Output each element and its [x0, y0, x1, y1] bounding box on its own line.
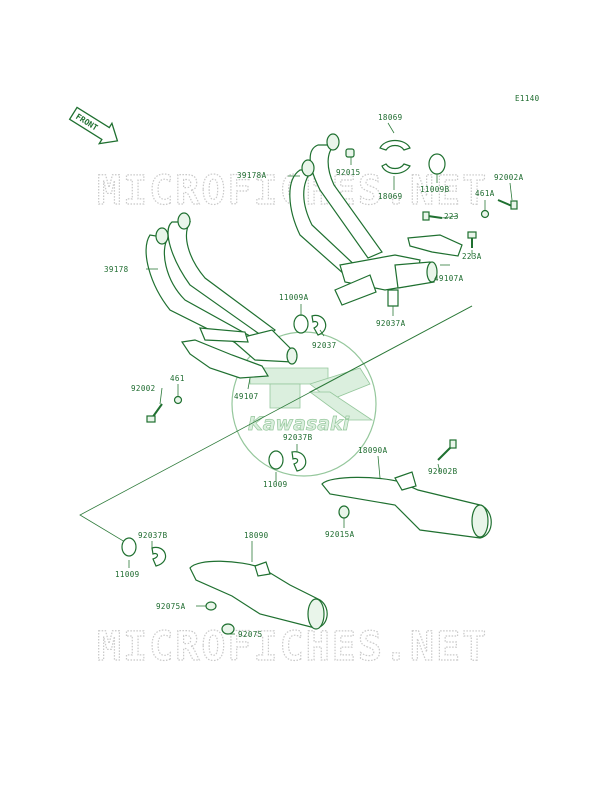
plug-92075A: [205, 601, 217, 611]
label-18090: 18090: [244, 531, 269, 540]
label-223A: 223A: [462, 252, 482, 261]
bolt-223: [422, 211, 443, 221]
cap-92075: [221, 623, 235, 635]
nut-92015: [345, 148, 355, 158]
clamp-92037B-low: [151, 546, 167, 567]
bracket-49107A: [407, 234, 463, 257]
label-92002: 92002: [131, 384, 156, 393]
label-92075A: 92075A: [156, 602, 186, 611]
clamp-92037: [311, 314, 327, 336]
label-92002B: 92002B: [428, 467, 458, 476]
label-92037B-low: 92037B: [138, 531, 168, 540]
washer-461A: [480, 209, 490, 219]
washer-461: [173, 395, 183, 405]
diagram-code: E1140: [515, 94, 540, 103]
muffler-18090A: [321, 471, 492, 539]
label-18069-top: 18069: [378, 113, 403, 122]
header-pipe-right: [289, 133, 438, 306]
label-92037A: 92037A: [376, 319, 406, 328]
label-92002A: 92002A: [494, 173, 524, 182]
gasket-11009A: [293, 314, 309, 334]
label-18090A: 18090A: [358, 446, 388, 455]
label-39178A: 39178A: [237, 171, 267, 180]
label-92037: 92037: [312, 341, 337, 350]
label-11009-low: 11009: [115, 570, 140, 579]
logo-text: Kawasaki: [248, 413, 350, 435]
label-49107A: 49107A: [434, 274, 464, 283]
front-arrow-icon: FRONT: [68, 106, 119, 145]
label-92075: 92075: [238, 630, 263, 639]
label-92015A: 92015A: [325, 530, 355, 539]
bolt-92002B: [437, 439, 457, 461]
header-pipe-left: [145, 212, 298, 365]
bolt-92002: [146, 403, 163, 423]
clamp-92037B-mid: [291, 451, 307, 472]
label-92037B-mid: 92037B: [283, 433, 313, 442]
label-461: 461: [170, 374, 185, 383]
label-18069-bottom: 18069: [378, 192, 403, 201]
kawasaki-logo: Kawasaki: [231, 331, 377, 477]
watermark-bottom: MICROFICHES.NET: [97, 624, 488, 670]
muffler-18090: [189, 560, 328, 630]
gasket-11009-mid: [268, 450, 284, 470]
divider-lower: [309, 305, 473, 393]
clamp-92037A: [387, 289, 399, 307]
label-11009A: 11009A: [279, 293, 309, 302]
label-11009-mid: 11009: [263, 480, 288, 489]
bracket-49107: [180, 339, 270, 379]
gasket-11009-low: [121, 537, 137, 557]
label-461A: 461A: [475, 189, 495, 198]
label-49107: 49107: [234, 392, 259, 401]
bolt-92002A: [497, 199, 518, 210]
label-92015: 92015: [336, 168, 361, 177]
label-39178: 39178: [104, 265, 129, 274]
leader-lines: [128, 122, 513, 635]
clamp-18069-bottom: [381, 163, 411, 175]
gasket-11009B: [428, 153, 446, 175]
label-223: 223: [444, 212, 459, 221]
nut-92015A: [338, 505, 350, 519]
bolt-223A: [467, 231, 477, 248]
clamp-18069-top: [379, 139, 411, 151]
label-11009B: 11009B: [420, 185, 450, 194]
